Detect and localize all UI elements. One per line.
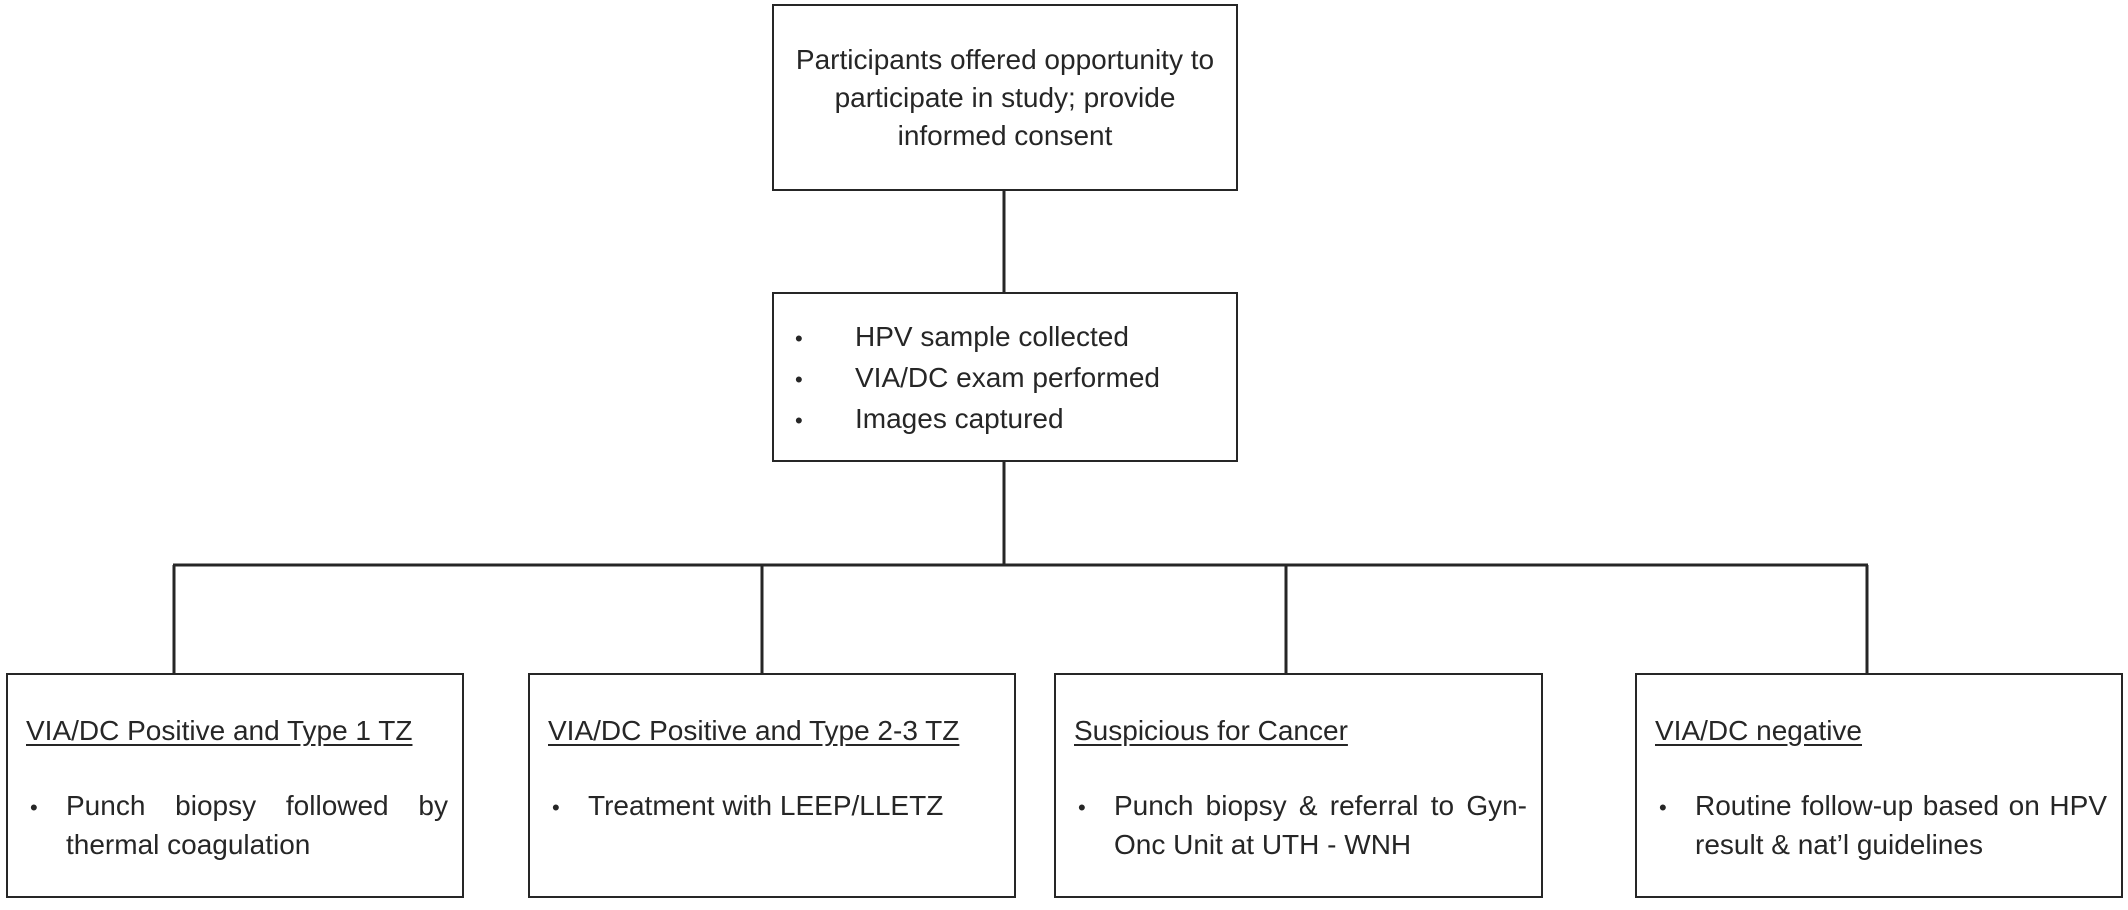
bullet-icon: • [795,408,803,433]
outcome-box-type1-tz: VIA/DC Positive and Type 1 TZ • Punch bi… [6,673,464,898]
outcome-heading: VIA/DC negative [1655,715,1862,746]
screening-bullet-text: VIA/DC exam performed [855,362,1160,393]
bullet-icon: • [795,367,803,392]
bullet-icon: • [795,326,803,351]
bullet-icon: • [1659,795,1667,820]
outcome-bullet-item: • Treatment with LEEP/LLETZ [548,786,1000,827]
screening-bullet-text: Images captured [855,403,1064,434]
bullet-icon: • [552,795,560,820]
outcome-bullet-text: Routine follow-up based on HPV result & … [1695,790,2107,860]
outcome-bullet-text: Punch biopsy followed by thermal coagula… [66,790,448,860]
outcome-heading: VIA/DC Positive and Type 2-3 TZ [548,715,960,746]
outcome-box-suspicious-cancer: Suspicious for Cancer • Punch biopsy & r… [1054,673,1543,898]
screening-bullet-item: • Images captured [774,399,1236,440]
bullet-icon: • [1078,795,1086,820]
consent-step-box: Participants offered opportunity to part… [772,4,1238,191]
consent-step-text: Participants offered opportunity to part… [795,43,1215,151]
outcome-bullet-text: Punch biopsy & referral to Gyn-Onc Unit … [1114,790,1527,860]
outcome-heading: Suspicious for Cancer [1074,715,1348,746]
screening-bullet-item: • VIA/DC exam performed [774,358,1236,399]
outcome-bullet-item: • Punch biopsy followed by thermal coagu… [26,786,448,864]
outcome-box-via-dc-negative: VIA/DC negative • Routine follow-up base… [1635,673,2123,898]
outcome-bullet-item: • Punch biopsy & referral to Gyn-Onc Uni… [1074,786,1527,864]
screening-bullet-item: • HPV sample collected [774,317,1236,358]
outcome-heading: VIA/DC Positive and Type 1 TZ [26,715,413,746]
outcome-box-type2-3-tz: VIA/DC Positive and Type 2-3 TZ • Treatm… [528,673,1016,898]
outcome-bullet-item: • Routine follow-up based on HPV result … [1655,786,2107,864]
bullet-icon: • [30,795,38,820]
screening-step-box: • HPV sample collected • VIA/DC exam per… [772,292,1238,462]
outcome-bullet-text: Treatment with LEEP/LLETZ [588,790,944,821]
screening-bullet-text: HPV sample collected [855,321,1129,352]
